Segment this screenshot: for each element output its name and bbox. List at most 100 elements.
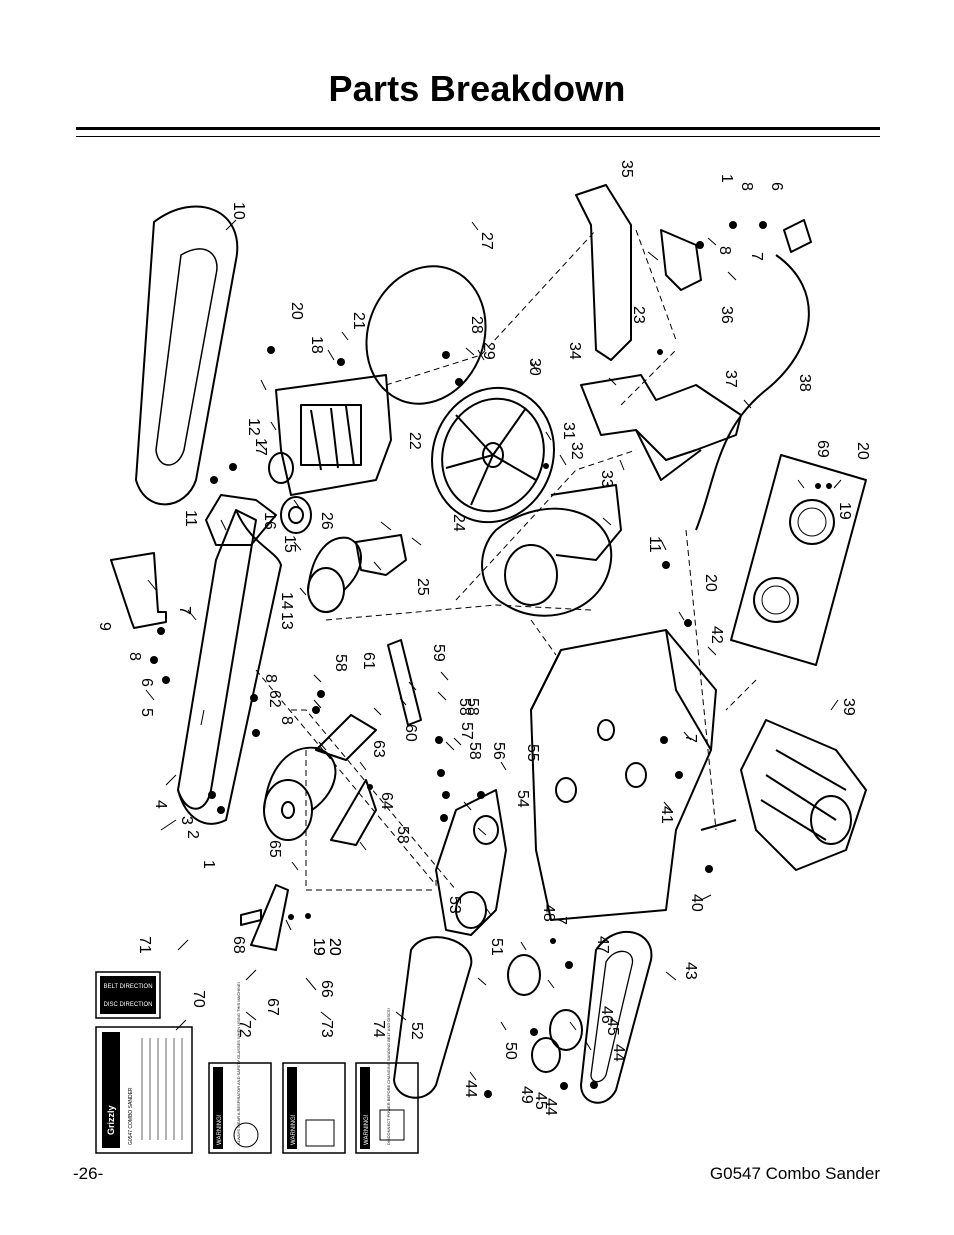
id-plate-text: G0547 COMBO SANDER — [128, 1087, 134, 1145]
callout-45: 45 — [532, 1092, 549, 1110]
manual-title: G0547 Combo Sander — [709, 1164, 880, 1183]
callout-44: 44 — [462, 1080, 479, 1098]
callout-18: 18 — [308, 336, 325, 354]
callout-40: 40 — [688, 894, 705, 912]
callout-52: 52 — [408, 1022, 425, 1040]
callout-39: 39 — [840, 698, 857, 716]
upper-bracket-part — [205, 494, 277, 546]
callout-1-switch: 1 — [718, 174, 735, 183]
pulley-hub-part — [531, 1037, 561, 1073]
belt-guard-part — [435, 789, 507, 936]
callout-70: 70 — [190, 990, 207, 1008]
label-73-warning: WARNING! — [282, 1062, 346, 1154]
table-part — [580, 374, 742, 481]
callout-20-base: 20 — [702, 574, 719, 592]
callout-27: 27 — [478, 232, 495, 250]
callout-2: 2 — [184, 830, 201, 839]
callout-6: 6 — [138, 678, 155, 687]
base-part — [530, 629, 717, 921]
callout-11-base: 11 — [646, 536, 663, 553]
callout-31: 31 — [560, 422, 577, 440]
direction-label-1: BELT DIRECTION — [103, 984, 152, 990]
callout-69: 69 — [814, 440, 831, 458]
callout-72: 72 — [236, 1020, 253, 1038]
callout-8: 8 — [126, 652, 143, 661]
drive-belt-part — [580, 931, 653, 1104]
callout-60: 60 — [402, 724, 419, 742]
callout-19: 19 — [310, 938, 327, 956]
callout-37: 37 — [722, 370, 739, 388]
callout-57: 57 — [458, 722, 475, 740]
pulley-assembly-part — [268, 452, 312, 534]
callout-30: 30 — [526, 358, 543, 376]
power-cord-part — [695, 219, 812, 531]
callout-44-b: 44 — [542, 1098, 559, 1116]
assembly-lines — [255, 229, 757, 891]
label-71-direction: BELT DIRECTION DISC DIRECTION — [95, 971, 161, 1019]
callout-58: 58 — [464, 698, 481, 716]
callout-17: 17 — [252, 438, 269, 456]
idler-drum-part — [307, 536, 362, 613]
tensioner-part — [240, 884, 289, 951]
callout-22: 22 — [406, 432, 423, 450]
callout-58-d: 58 — [394, 826, 411, 844]
callout-44-c: 44 — [610, 1044, 627, 1062]
callout-50: 50 — [502, 1042, 519, 1060]
callout-20-plate: 20 — [854, 442, 871, 460]
callout-numbers: 1 2 3 4 5 6 7 8 9 10 11 12 13 14 15 16 1… — [96, 160, 871, 1116]
callout-56: 56 — [490, 742, 507, 760]
switch-bracket-part — [355, 534, 407, 576]
callout-54: 54 — [514, 790, 531, 808]
label-70-id-plate: Grizzly G0547 COMBO SANDER — [95, 1026, 193, 1154]
page-title: Parts Breakdown — [328, 68, 626, 109]
callout-38: 38 — [796, 374, 813, 392]
callout-47: 47 — [594, 936, 611, 954]
bracket-plates-part — [315, 714, 377, 846]
callout-58-a: 58 — [332, 654, 349, 672]
callout-58-b: 58 — [456, 698, 473, 716]
label-74-disconnect: WARNING! — [355, 1062, 419, 1154]
callout-3: 3 — [178, 816, 195, 825]
warning-73-header: WARNING! — [291, 1114, 297, 1145]
shaft-part — [387, 639, 422, 726]
callout-59: 59 — [430, 644, 447, 662]
callout-51: 51 — [488, 938, 505, 956]
callout-5: 5 — [138, 708, 155, 717]
motor-cover-plate-part — [730, 454, 867, 666]
callout-7: 7 — [176, 606, 193, 615]
callout-58-c: 58 — [466, 742, 483, 760]
callout-74: 74 — [370, 1020, 387, 1038]
sanding-belt-part — [135, 205, 239, 506]
title-rule-thick — [76, 127, 880, 130]
callout-19-tensioner: 19 — [310, 938, 327, 956]
brand-logo-text: Grizzly — [106, 1105, 116, 1135]
callout-4: 4 — [152, 800, 169, 809]
platen-part — [110, 552, 167, 629]
belt-frame-part — [177, 509, 282, 825]
title-rule-thin — [76, 136, 880, 137]
direction-label-2: DISC DIRECTION — [103, 1002, 152, 1008]
callout-45-b: 45 — [604, 1018, 621, 1036]
table-top-part — [575, 184, 632, 361]
callout-41: 41 — [658, 806, 675, 824]
parts-diagram: BELT DIRECTION DISC DIRECTION Grizzly G0… — [95, 160, 871, 1154]
callout-8-frame: 8 — [262, 674, 279, 683]
callout-24: 24 — [450, 514, 467, 532]
warning-74-header: WARNING! — [364, 1114, 370, 1145]
label-74-text: DISCONNECT POWER BEFORE CHANGING SANDING… — [386, 1008, 391, 1145]
callout-29: 29 — [480, 342, 497, 360]
callout-53: 53 — [446, 896, 463, 914]
callout-33: 33 — [598, 470, 615, 488]
sanding-disc-part — [365, 265, 487, 405]
callout-35: 35 — [618, 160, 635, 178]
callout-25: 25 — [414, 578, 431, 596]
callout-7-belt: 7 — [552, 916, 569, 925]
callout-73: 73 — [318, 1020, 335, 1038]
motor-pulley-part — [507, 954, 541, 996]
callout-15: 15 — [281, 535, 298, 553]
motor-cover-part — [275, 374, 392, 496]
callout-1: 1 — [200, 860, 217, 869]
callout-7-switch: 7 — [748, 252, 765, 261]
callout-11: 11 — [182, 510, 199, 527]
callout-34: 34 — [566, 342, 583, 360]
